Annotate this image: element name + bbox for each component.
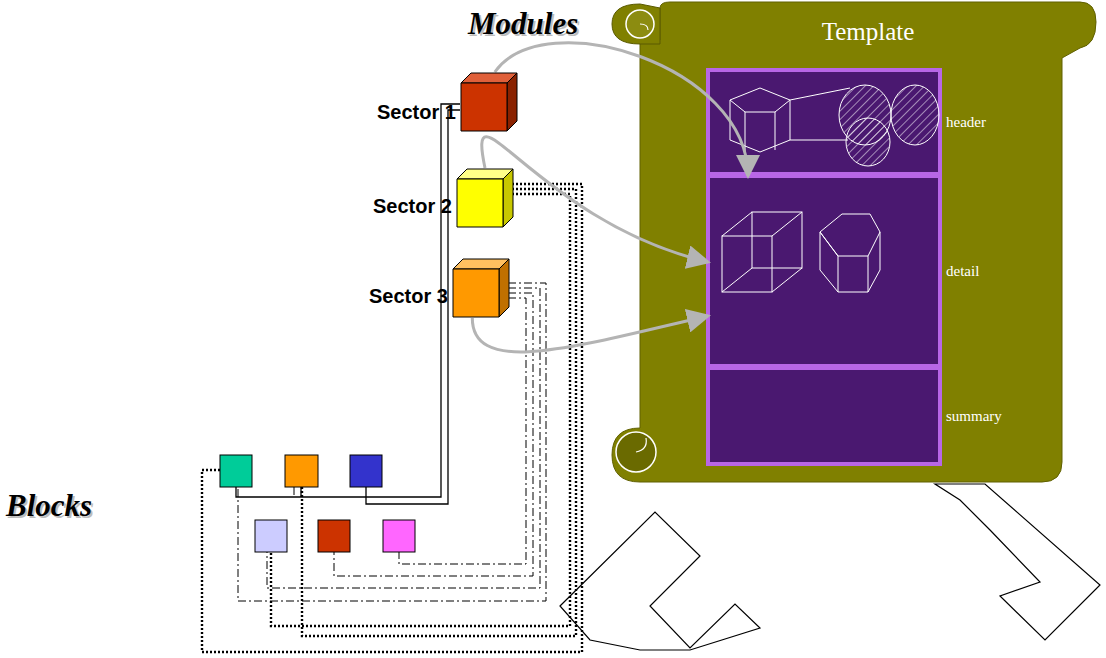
template-title: Template <box>668 18 1068 46</box>
block <box>318 520 350 552</box>
module-cube <box>460 72 518 132</box>
band-panel <box>708 176 940 366</box>
module-node: Sector 3 <box>318 258 510 318</box>
band-label: header <box>946 114 986 131</box>
scroll-curl <box>612 4 660 44</box>
block <box>383 520 415 552</box>
sector-label: Sector 3 <box>369 285 448 308</box>
header-shapes <box>730 85 939 166</box>
module-arrow <box>472 316 708 352</box>
solid-wire <box>236 104 460 504</box>
band-panel <box>708 368 940 464</box>
cube-face <box>503 169 513 227</box>
section-label: Modules <box>468 6 578 42</box>
cube-face <box>457 179 503 227</box>
template-band: detail <box>708 176 1048 366</box>
module-node: Sector 2 <box>318 168 514 228</box>
module-cube <box>452 258 510 318</box>
block <box>350 455 382 487</box>
template-band: header <box>708 70 1048 174</box>
section-label: Blocks <box>6 488 92 524</box>
band-panel <box>708 70 940 174</box>
scroll-curl <box>616 432 656 472</box>
template-scroll: Template header detail summary <box>608 0 1092 484</box>
scroll-curl <box>636 438 646 452</box>
band-label: summary <box>946 408 1002 425</box>
module-node: Sector 1 <box>318 72 518 132</box>
module-cube <box>456 168 514 228</box>
detail-shapes <box>722 212 880 292</box>
cube-face <box>453 269 499 317</box>
sector-label: Sector 2 <box>373 195 452 218</box>
sector-label: Sector 1 <box>377 101 456 124</box>
module-arrow <box>482 137 708 262</box>
block <box>220 455 252 487</box>
cube-face <box>507 73 517 131</box>
band-label: detail <box>946 263 979 280</box>
module-arrow <box>495 43 748 176</box>
cylinder-hatch <box>846 118 890 166</box>
cube-face <box>461 83 507 131</box>
block <box>285 455 318 487</box>
scroll-foot <box>560 512 760 650</box>
dashdot-wire <box>238 283 546 601</box>
block <box>255 520 287 552</box>
scroll-curl <box>640 24 648 30</box>
template-band: summary <box>708 368 1048 464</box>
dotted-wire <box>202 184 582 652</box>
cylinder-hatch <box>891 85 939 145</box>
cube-face <box>499 259 509 317</box>
scroll-foot <box>935 484 1100 640</box>
scroll-body <box>612 2 1096 482</box>
scroll-curl <box>626 10 654 38</box>
